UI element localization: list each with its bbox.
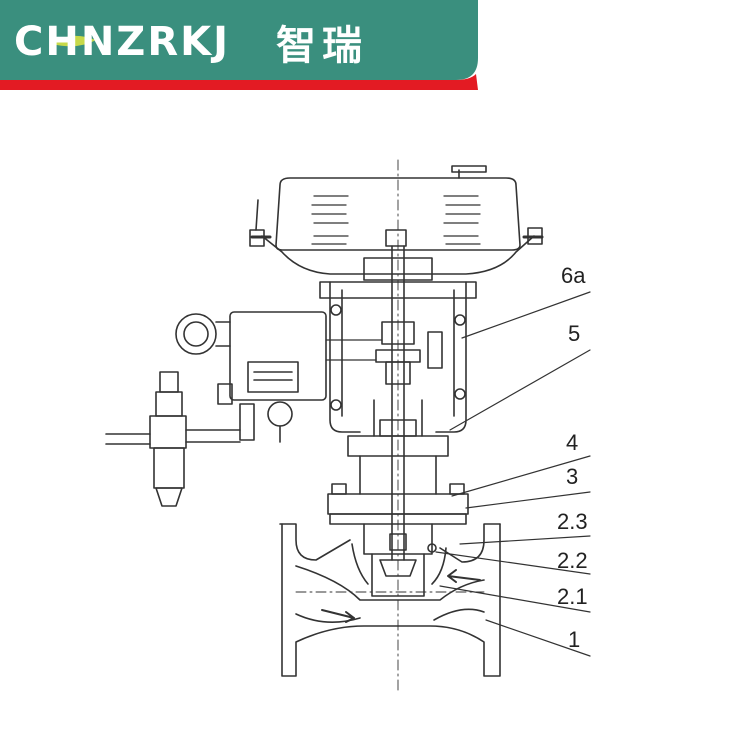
brand-red-stripe (0, 74, 478, 90)
brand-header (0, 0, 478, 90)
brand-green-band (0, 0, 478, 80)
callout-label: 2.1 (557, 584, 588, 609)
yoke (319, 281, 477, 433)
callout-label: 5 (568, 321, 581, 346)
leaf-icon (52, 35, 96, 47)
brand-name-chinese: 智瑞 (276, 23, 368, 69)
valve-plug-seat (363, 523, 437, 597)
valve-body (279, 523, 501, 677)
valve-stem (375, 245, 421, 561)
leader-lines (435, 291, 591, 657)
diaphragm-actuator (249, 165, 544, 281)
brand-header-background (0, 0, 478, 90)
callout-label: 2.3 (557, 509, 588, 534)
callout-label: 4 (566, 430, 579, 455)
brand-logo: CHNZRKJ 智瑞 (14, 14, 368, 70)
brand-name-latin: CHNZRKJ (14, 19, 230, 65)
callout-label: 2.2 (557, 548, 588, 573)
callout-label: 6a (561, 263, 586, 288)
callout-label: 1 (568, 627, 581, 652)
valve-positioner (175, 311, 383, 443)
filter-regulator (105, 371, 241, 507)
callout-label: 3 (566, 464, 579, 489)
